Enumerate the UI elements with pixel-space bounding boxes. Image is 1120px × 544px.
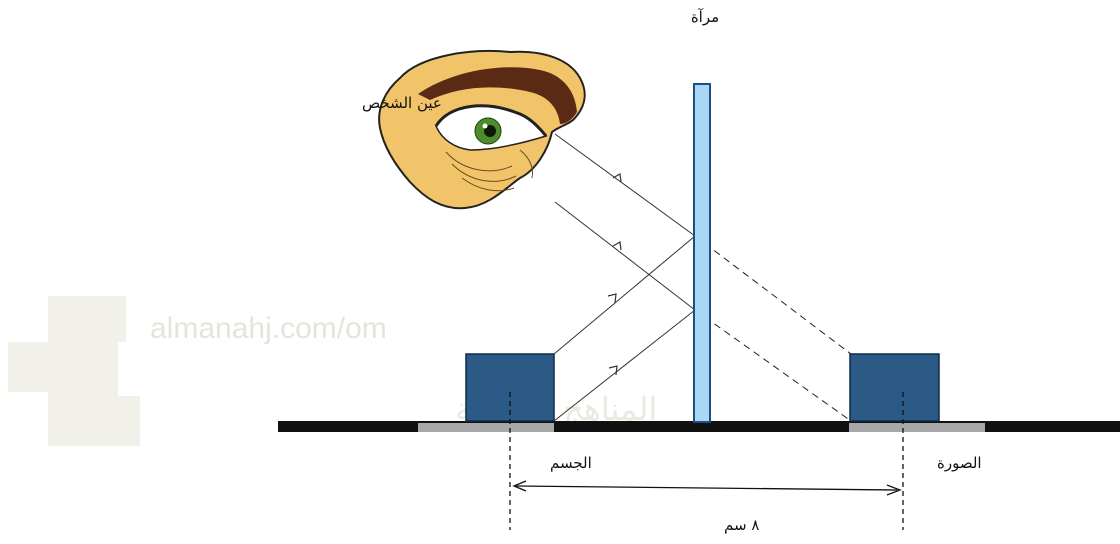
light-rays — [553, 133, 696, 422]
arrow-reflected-bottom-icon — [612, 241, 622, 251]
virtual-ray-bottom — [694, 309, 852, 422]
pupil — [484, 125, 496, 137]
dimension-lines — [509, 392, 904, 530]
arrow-reflected-top-icon — [612, 173, 622, 183]
incident-ray-top — [553, 235, 696, 355]
arrow-incident-top-icon — [607, 293, 617, 304]
image-label: الصورة — [937, 454, 982, 472]
arrow-incident-bottom-icon — [608, 365, 618, 376]
watermark-logo — [8, 296, 140, 446]
distance-line — [515, 485, 898, 491]
distance-arrow-left-icon — [512, 480, 527, 492]
mirror-label: مرآة — [691, 8, 719, 26]
eyebrow — [418, 67, 577, 124]
ground-line — [278, 421, 1120, 432]
upper-eyelid — [434, 104, 548, 137]
distance-label: ٨ سم — [724, 516, 759, 534]
object-block — [465, 353, 555, 422]
eye-icon — [378, 50, 586, 210]
reflected-ray-bottom — [554, 201, 696, 311]
reflected-ray-top — [554, 133, 696, 237]
watermark-url: almanahj.com/om — [150, 312, 387, 345]
object-base-plate — [418, 423, 554, 432]
eye-wrinkles — [445, 149, 533, 192]
mirror — [693, 83, 711, 423]
eye-label: عين الشخص — [362, 94, 442, 112]
eye-highlight — [482, 123, 488, 129]
distance-arrow-right-icon — [886, 484, 902, 496]
virtual-ray-top — [694, 235, 852, 355]
image-base-plate — [849, 423, 985, 432]
ray-arrowheads — [607, 173, 622, 376]
virtual-rays — [694, 235, 852, 422]
object-label: الجسم — [550, 454, 592, 472]
incident-ray-bottom — [553, 309, 696, 422]
image-block — [849, 353, 940, 422]
